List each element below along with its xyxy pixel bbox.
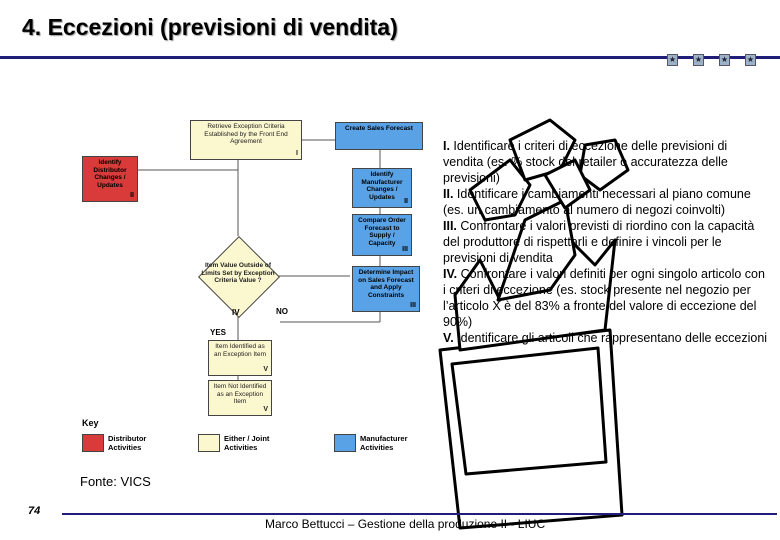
paragraph-3: III. Confrontare i valori previsti di ri… xyxy=(443,218,768,266)
determine-impact-label: Determine Impact on Sales Forecast and A… xyxy=(358,269,414,299)
paragraph-1-text: Identificare i criteri di eccezione dell… xyxy=(443,139,728,185)
identify-manufacturer-label: Identify Manufacturer Changes / Updates xyxy=(361,171,403,201)
determine-impact-box: Determine Impact on Sales Forecast and A… xyxy=(352,266,420,312)
paragraph-5-number: V. xyxy=(443,331,454,345)
key-label-joint: Either / Joint Activities xyxy=(224,434,270,452)
create-forecast-box: Create Sales Forecast xyxy=(335,122,423,150)
step-number: I xyxy=(296,149,298,157)
footer-rule xyxy=(62,513,777,515)
slide-title: 4. Eccezioni (previsioni di vendita) xyxy=(22,14,398,40)
not-identified-box: Item Not Identified as an Exception Item… xyxy=(208,380,272,416)
not-identified-label: Item Not Identified as an Exception Item xyxy=(213,383,267,405)
retrieve-criteria-label: Retrieve Exception Criteria Established … xyxy=(204,123,288,145)
key-label-distributor: Distributor Activities xyxy=(108,434,147,452)
paragraph-5-text: Identificare gli articoli che rappresent… xyxy=(453,331,768,345)
building-clipart xyxy=(438,118,630,530)
paragraph-2-text: Identificare i cambiamenti necessari al … xyxy=(443,187,751,217)
identify-manufacturer-box: Identify Manufacturer Changes / Updates … xyxy=(352,168,412,208)
step-number: III xyxy=(410,301,416,309)
paragraph-4-text: Confrontare i valori definiti per ogni s… xyxy=(443,267,765,329)
flowchart: Retrieve Exception Criteria Established … xyxy=(80,118,425,453)
key-swatch-distributor xyxy=(82,434,104,452)
paragraph-1: I. Identificare i criteri di eccezione d… xyxy=(443,138,768,186)
paragraph-3-text: Confrontare i valori previsti di riordin… xyxy=(443,219,755,265)
star-icon: ★ xyxy=(667,54,678,66)
step-number: III xyxy=(402,245,408,253)
paragraph-4: IV. Confrontare i valori definiti per og… xyxy=(443,266,768,330)
step-number: IV xyxy=(232,308,240,317)
yes-label: YES xyxy=(210,328,227,337)
paragraph-1-number: I. xyxy=(443,139,450,153)
star-icon: ★ xyxy=(745,54,756,66)
step-number: V xyxy=(263,365,268,373)
step-number: II xyxy=(404,197,408,205)
step-number: V xyxy=(263,405,268,413)
paragraph-5: V. Identificare gli articoli che rappres… xyxy=(443,330,768,346)
retrieve-criteria-box: Retrieve Exception Criteria Established … xyxy=(190,120,302,160)
key-label-manufacturer: Manufacturer Activities xyxy=(360,434,408,452)
paragraph-4-number: IV. xyxy=(443,267,458,281)
identified-exception-box: Item Identified as an Exception Item V xyxy=(208,340,272,376)
compare-forecast-box: Compare Order Forecast to Supply / Capac… xyxy=(352,214,412,256)
footer-text: Marco Bettucci – Gestione della produzio… xyxy=(265,517,546,531)
page-number: 74 xyxy=(28,505,41,517)
paragraph-2-number: II. xyxy=(443,187,454,201)
decorative-stars: ★ ★ ★ ★ xyxy=(665,54,775,68)
star-icon: ★ xyxy=(719,54,730,66)
decision-label: Item Value Outside of Limits Set by Exce… xyxy=(201,262,275,284)
star-icon: ★ xyxy=(693,54,704,66)
source-note: Fonte: VICS xyxy=(80,474,151,489)
paragraph-2: II. Identificare i cambiamenti necessari… xyxy=(443,186,768,218)
key-swatch-manufacturer xyxy=(334,434,356,452)
identify-distributor-label: Identify Distributor Changes / Updates xyxy=(93,159,127,189)
body-text: I. Identificare i criteri di eccezione d… xyxy=(443,138,768,346)
identified-exception-label: Item Identified as an Exception Item xyxy=(213,343,267,358)
no-label: NO xyxy=(276,307,288,316)
paragraph-3-number: III. xyxy=(443,219,457,233)
identify-distributor-box: Identify Distributor Changes / Updates I… xyxy=(82,156,138,202)
create-forecast-label: Create Sales Forecast xyxy=(345,125,413,132)
key-title: Key xyxy=(82,418,99,428)
decision-diamond: Item Value Outside of Limits Set by Exce… xyxy=(197,235,281,319)
key-swatch-joint xyxy=(198,434,220,452)
title-rule xyxy=(0,56,780,59)
compare-forecast-label: Compare Order Forecast to Supply / Capac… xyxy=(358,217,406,247)
step-number: II xyxy=(130,191,134,199)
